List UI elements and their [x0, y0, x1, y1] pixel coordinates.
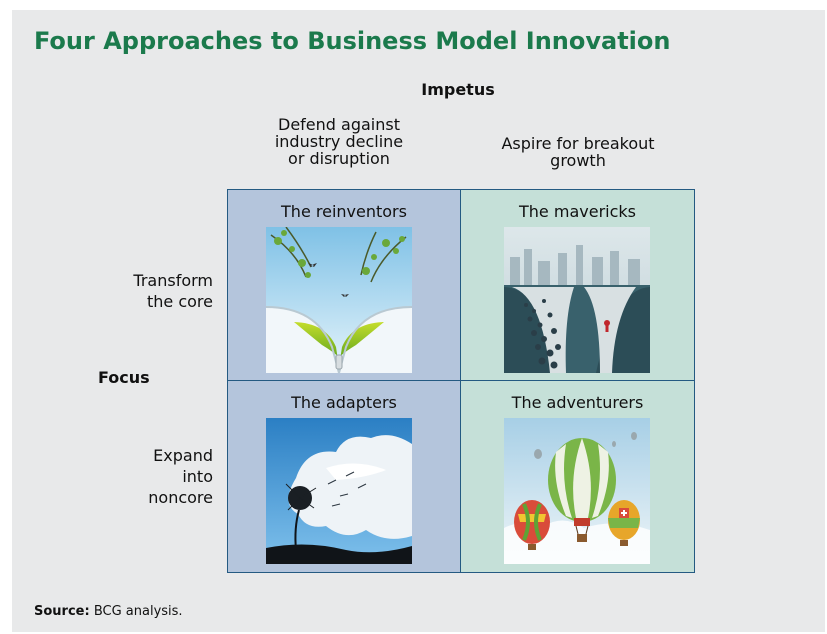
impetus-axis-label: Impetus	[421, 80, 495, 99]
source-note: Source: BCG analysis.	[34, 604, 183, 619]
quadrant-adventurers: The adventurers	[460, 380, 695, 573]
quadrant-mavericks: The mavericks	[460, 189, 695, 381]
quadrant-title: The reinventors	[281, 202, 407, 221]
quadrant-title: The adapters	[291, 393, 397, 412]
dandelion-seeds-blowing-icon	[266, 418, 412, 564]
row-label-expand: Expand into noncore	[148, 446, 213, 507]
focus-axis-label: Focus	[98, 368, 150, 387]
zipper-opening-spring-landscape-icon	[266, 227, 412, 373]
exhibit-title: Four Approaches to Business Model Innova…	[34, 27, 671, 55]
source-text: BCG analysis.	[93, 604, 183, 619]
quadrant-reinventors: The reinventors	[227, 189, 461, 381]
diverging-roads-crowd-icon	[504, 227, 650, 373]
quadrant-title: The adventurers	[511, 393, 644, 412]
quadrant-adapters: The adapters	[227, 380, 461, 573]
hot-air-balloons-icon	[504, 418, 650, 564]
source-label: Source:	[34, 604, 90, 619]
quadrant-title: The mavericks	[519, 202, 636, 221]
column-header-aspire: Aspire for breakout growth	[501, 134, 655, 170]
row-label-transform: Transform the core	[133, 271, 213, 311]
column-header-defend: Defend against industry decline or disru…	[274, 115, 404, 168]
